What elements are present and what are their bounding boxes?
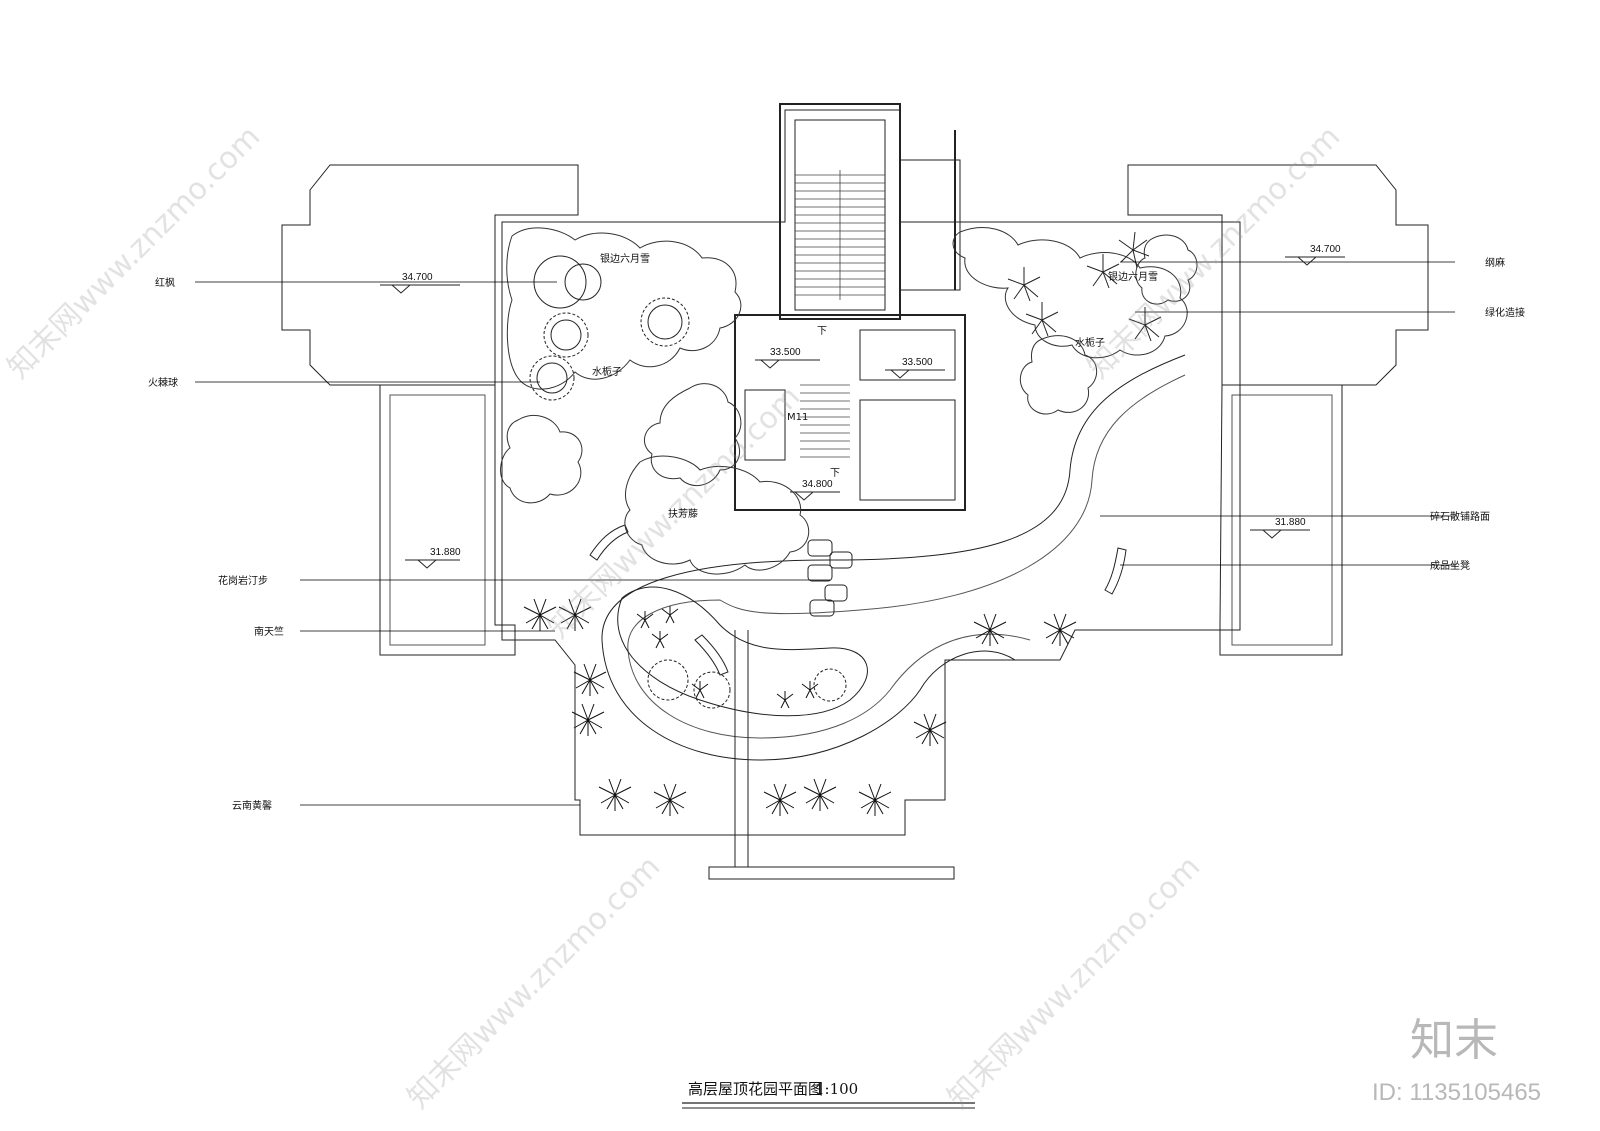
garden-boundary bbox=[501, 109, 1241, 836]
palm-symbols bbox=[1007, 231, 1162, 342]
label-huagangyan: 花岗岩汀步 bbox=[218, 574, 268, 587]
label-chengpin: 成品坐凳 bbox=[1430, 560, 1470, 572]
planting-bed bbox=[617, 586, 868, 717]
elevation-right-lower: 31.880 bbox=[1275, 517, 1306, 528]
right-lower-wing bbox=[1219, 384, 1343, 656]
label-lvhua: 绿化造接 bbox=[1485, 306, 1525, 319]
elevation-left-upper: 34.700 bbox=[402, 272, 433, 283]
drawing-title: 高层屋顶花园平面图 bbox=[688, 1080, 823, 1098]
label-fuxiteng: 扶芳藤 bbox=[668, 507, 698, 520]
right-upper-wing bbox=[1127, 164, 1429, 386]
fire-thorn-balls bbox=[529, 255, 690, 401]
elevation-stair-center: 34.800 bbox=[802, 479, 833, 490]
watermark-text: 知末网www.znzmo.com bbox=[1, 119, 267, 385]
left-lower-wing bbox=[379, 384, 516, 656]
label-nantianzhu: 南天竺 bbox=[254, 625, 284, 638]
label-down-1: 下 bbox=[817, 326, 827, 337]
elevation-stair-left: 33.500 bbox=[770, 347, 801, 358]
grass-tufts bbox=[523, 598, 1077, 816]
watermark-pattern: 知末网www.znzmo.com 知末网www.znzmo.com 知末网www… bbox=[1, 119, 1347, 1115]
drawing-scale: 1:100 bbox=[815, 1080, 858, 1098]
stepping-stones bbox=[807, 539, 853, 617]
bench-left bbox=[589, 524, 629, 561]
gravel-path bbox=[601, 354, 1186, 761]
leader-lines bbox=[195, 261, 1455, 806]
label-huojiqiu: 火棘球 bbox=[148, 376, 178, 389]
label-shuizhizi-right: 水栀子 bbox=[1075, 336, 1105, 349]
label-hongfeng: 红枫 bbox=[155, 276, 175, 289]
label-yinbian-left: 银边六月雪 bbox=[600, 252, 650, 265]
bench-bed bbox=[694, 634, 729, 676]
elevation-stair-right: 33.500 bbox=[902, 357, 933, 368]
label-suishi: 碎石散铺路面 bbox=[1430, 510, 1490, 523]
label-yinbian-right: 银边六月雪 bbox=[1108, 270, 1158, 283]
watermark-text: 知末网www.znzmo.com bbox=[401, 849, 667, 1115]
left-upper-wing bbox=[281, 164, 579, 386]
watermark-logo: 知末 bbox=[1410, 1015, 1498, 1066]
label-door: M11 bbox=[787, 412, 808, 423]
elevation-right-upper: 34.700 bbox=[1310, 244, 1341, 255]
label-down-2: 下 bbox=[830, 468, 840, 479]
label-shuizhizi-left: 水栀子 bbox=[592, 365, 622, 378]
shrub-masses bbox=[500, 227, 1198, 575]
watermark-id: ID: 1135105465 bbox=[1372, 1079, 1541, 1106]
watermark-text: 知末网www.znzmo.com bbox=[941, 849, 1207, 1115]
label-yunnan-huangxin: 云南黄馨 bbox=[232, 799, 272, 812]
watermark-text: 知末网www.znzmo.com bbox=[1081, 119, 1347, 385]
label-gangma: 纲麻 bbox=[1485, 256, 1505, 269]
bench-right bbox=[1104, 547, 1127, 595]
elevation-left-lower: 31.880 bbox=[430, 547, 461, 558]
